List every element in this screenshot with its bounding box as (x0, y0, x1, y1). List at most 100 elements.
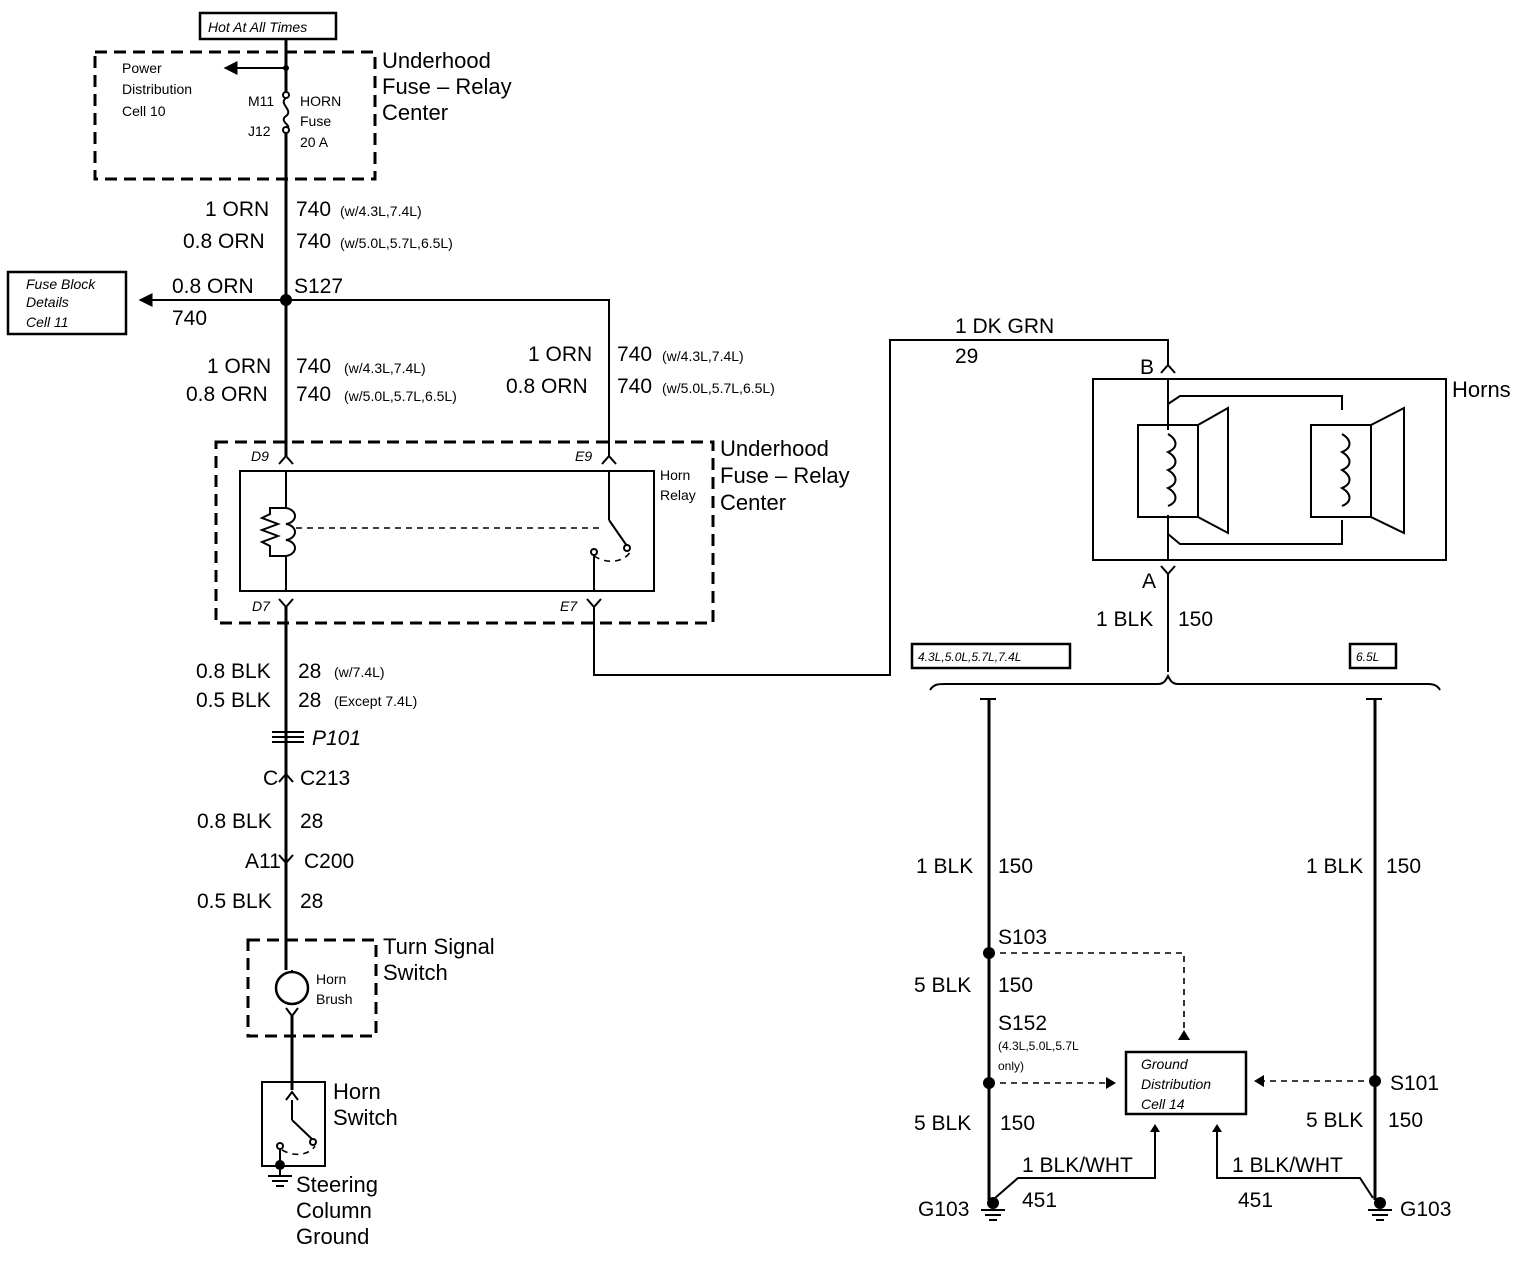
fuse-block-label-3: Cell 11 (26, 314, 69, 330)
brush-connector-icon (285, 1007, 299, 1018)
fuse-name-1: HORN (300, 93, 341, 109)
s103-ground-dist-link (989, 952, 1185, 1040)
left-wire-size: 1 BLK (916, 855, 973, 878)
horn-1-icon (1197, 406, 1229, 535)
turn-signal-switch-box (246, 938, 378, 1038)
engine-option-right-label: 6.5L (1356, 650, 1379, 664)
right-wire-circuit: 150 (1386, 855, 1421, 878)
wire-circuit-6: 740 (617, 375, 652, 398)
ground-distribution-box (1124, 1050, 1248, 1116)
steering-column-ground-label-2: Column (296, 1198, 372, 1223)
wire-note-7: (w/7.4L) (334, 664, 385, 680)
fuse-block-wire-circuit: 740 (172, 307, 207, 330)
right-blk-wht-size: 1 BLK/WHT (1232, 1154, 1343, 1177)
dk-grn-wire-size: 1 DK GRN (955, 315, 1054, 338)
steering-column-ground-label-1: Steering (296, 1172, 378, 1197)
horn-switch-connector-icon (285, 1090, 299, 1101)
horn-brush-label-1: Horn (316, 971, 346, 987)
horn-switch-contact (276, 1142, 284, 1150)
wire-size-2: 0.8 ORN (183, 230, 265, 253)
power-distribution-label-1: Power (122, 60, 162, 76)
c200-label: C200 (304, 850, 354, 873)
wire-size-10: 0.5 BLK (197, 890, 272, 913)
fuse-block-details-box (6, 270, 128, 336)
ground-dist-arrow-left (1106, 1077, 1116, 1089)
ground-distribution-label-3: Cell 14 (1141, 1096, 1185, 1112)
c213-pin-label: C (263, 767, 278, 790)
uh-fuse-relay-title-4: Underhood (720, 436, 829, 461)
splice-s127-label: S127 (294, 275, 343, 298)
left-wire-circuit: 150 (998, 855, 1033, 878)
fuse-terminal-top (282, 91, 290, 99)
wire-circuit-7: 28 (298, 660, 321, 683)
horn-2-icon (1370, 406, 1405, 535)
fuse-name-2: Fuse (300, 113, 331, 129)
wire-note-4: (w/5.0L,5.7L,6.5L) (344, 388, 457, 404)
wire-circuit-8: 28 (298, 689, 321, 712)
wire-circuit-2: 740 (296, 230, 331, 253)
horn-brush-icon (274, 970, 310, 1006)
right-5blk-size: 5 BLK (1306, 1109, 1363, 1132)
horns-ground-wire-size: 1 BLK (1096, 608, 1153, 631)
turn-signal-switch-label-1: Turn Signal (383, 934, 495, 959)
horns-connector-a-icon (1160, 565, 1176, 576)
horn-2-coil-icon (1339, 433, 1351, 507)
hot-at-all-times-label: Hot At All Times (208, 19, 307, 35)
engine-option-right-box (1348, 642, 1398, 670)
splice-s152-note-1: (4.3L,5.0L,5.7L (998, 1039, 1079, 1053)
wire-size-9: 0.8 BLK (197, 810, 272, 833)
horns-pin-b-label: B (1140, 356, 1154, 379)
steering-column-ground-label-3: Ground (296, 1224, 369, 1249)
horn-switch-arm (291, 1119, 314, 1141)
splice-s152-note-2: only) (998, 1059, 1024, 1073)
right-blk-wht-arrow (1212, 1124, 1222, 1132)
wire-circuit-3: 740 (296, 355, 331, 378)
left-5blk-circuit: 150 (998, 974, 1033, 997)
wire-circuit-4: 740 (296, 383, 331, 406)
splice-s152-label: S152 (998, 1012, 1047, 1035)
horns-pin-a-label: A (1142, 570, 1156, 593)
uh-fuse-relay-title-3: Center (382, 100, 448, 125)
horn-fuse-icon (282, 97, 290, 130)
uh-fuse-relay-title-1: Underhood (382, 48, 491, 73)
relay-switch-travel (593, 551, 631, 563)
horn-relay-box (239, 470, 655, 592)
horns-connector-b-icon (1160, 363, 1176, 374)
right-blk-wht-circuit: 451 (1238, 1189, 1273, 1212)
wire-circuit-5: 740 (617, 343, 652, 366)
horn-2-body (1310, 424, 1372, 518)
connector-e7-icon (586, 598, 602, 609)
connector-e9-icon (601, 454, 617, 465)
relay-switch-contact (590, 548, 598, 556)
horns-parallel-top (1167, 395, 1343, 410)
underhood-fuse-relay-center-1 (93, 50, 377, 181)
splice-s101-label: S101 (1390, 1072, 1439, 1095)
horn-switch-label-1: Horn (333, 1079, 381, 1104)
left-blk-wht-arrow (1150, 1124, 1160, 1132)
fuse-pin-j12: J12 (248, 123, 271, 139)
hot-at-all-times-box (198, 11, 338, 41)
left-blk-wht-size: 1 BLK/WHT (1022, 1154, 1133, 1177)
junction-dot (283, 65, 289, 71)
horns-label: Horns (1452, 377, 1511, 402)
horns-ground-wire-circuit: 150 (1178, 608, 1213, 631)
dk-grn-wire-circuit: 29 (955, 345, 978, 368)
horn-switch-travel (281, 1145, 316, 1156)
wire-size-6: 0.8 ORN (506, 375, 588, 398)
pin-e9-label: E9 (575, 448, 592, 464)
steering-column-ground-point (275, 1160, 285, 1170)
ground-g103-right-point (1374, 1197, 1386, 1209)
right-wire-size: 1 BLK (1306, 855, 1363, 878)
wire-size-4: 0.8 ORN (186, 383, 268, 406)
wire-size-8: 0.5 BLK (196, 689, 271, 712)
right-blk-wht-wire (1216, 1132, 1374, 1199)
engine-option-left-box (910, 642, 1072, 670)
relay-switch-pivot (623, 544, 631, 552)
horns-parallel-bottom (1167, 520, 1343, 545)
wire-circuit-10: 28 (300, 890, 323, 913)
wire-note-8: (Except 7.4L) (334, 693, 417, 709)
turn-signal-switch-label-2: Switch (383, 960, 448, 985)
coil-resistor-icon (259, 507, 286, 557)
horn-relay-label-1: Horn (660, 467, 690, 483)
